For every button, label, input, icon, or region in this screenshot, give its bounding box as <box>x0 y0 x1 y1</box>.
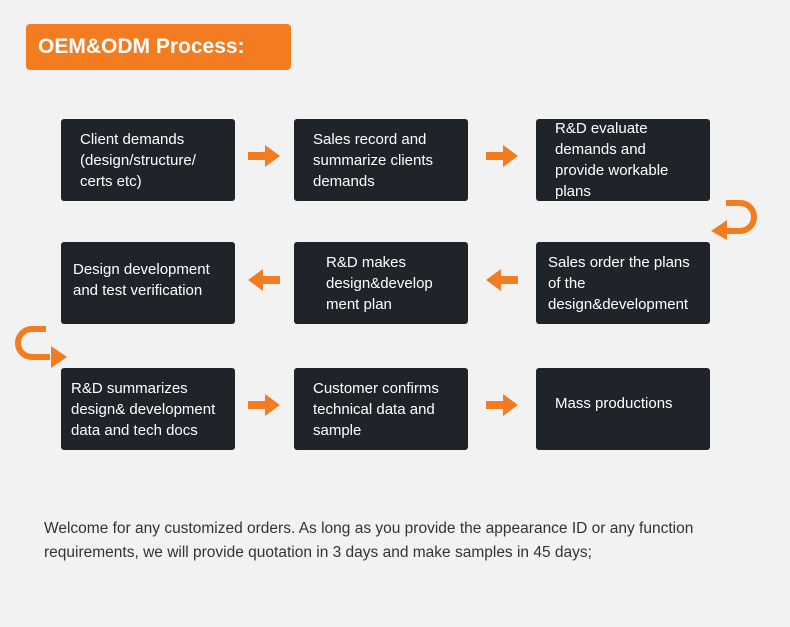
u-turn-arrow-icon <box>15 326 67 368</box>
step-design-development: Design development and test verification <box>61 242 235 324</box>
arrow-right-icon <box>486 145 518 167</box>
step-mass-productions: Mass productions <box>536 368 710 450</box>
process-title: OEM&ODM Process: <box>26 24 291 70</box>
u-turn-arrow-icon <box>711 200 757 240</box>
step-sales-order: Sales order the plans of the design&deve… <box>536 242 710 324</box>
arrow-right-icon <box>486 394 518 416</box>
step-sales-record: Sales record and summarize clients deman… <box>294 119 468 201</box>
arrow-left-icon <box>248 269 280 291</box>
step-rd-evaluate: R&D evaluate demands and provide workabl… <box>536 119 710 201</box>
arrow-left-icon <box>486 269 518 291</box>
step-customer-confirms: Customer confirms technical data and sam… <box>294 368 468 450</box>
step-client-demands: Client demands (design/structure/ certs … <box>61 119 235 201</box>
arrow-right-icon <box>248 145 280 167</box>
arrow-right-icon <box>248 394 280 416</box>
footer-note: Welcome for any customized orders. As lo… <box>44 520 694 561</box>
step-rd-makes-plan: R&D makes design&develop ment plan <box>294 242 468 324</box>
step-rd-summarizes: R&D summarizes design& development data … <box>61 368 235 450</box>
